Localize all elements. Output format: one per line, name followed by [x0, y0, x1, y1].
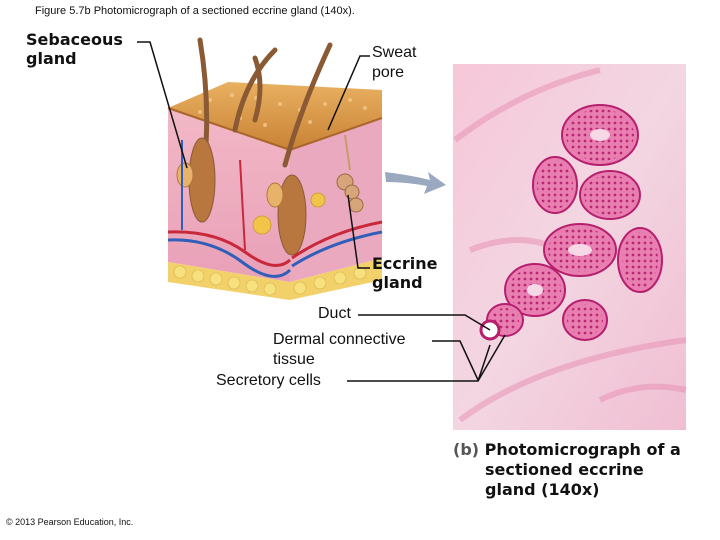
label-dermal-connective-tissue: Dermal connective tissue — [273, 330, 406, 370]
label-sweat-pore: Sweat pore — [372, 43, 416, 83]
leader-dermal — [432, 340, 479, 381]
photomicrograph — [453, 64, 687, 430]
label-sweat-pore-line1: Sweat — [372, 44, 417, 61]
caption-line3: gland (140x) — [485, 480, 600, 499]
hair-follicles — [188, 137, 307, 256]
figure-caption: (b) Photomicrograph of a sectioned eccri… — [453, 440, 681, 500]
label-duct: Duct — [318, 305, 351, 322]
label-dermal-line2: tissue — [273, 351, 315, 368]
label-sebaceous-line2: gland — [26, 49, 77, 68]
label-eccrine-gland: Eccrine gland — [372, 254, 438, 292]
leader-eccrine — [347, 194, 370, 269]
label-eccrine-line2: gland — [372, 273, 423, 292]
hypodermis-fat — [168, 258, 382, 300]
epidermis-top — [168, 82, 382, 150]
leader-sweat-pore — [327, 55, 370, 131]
figure-title: Figure 5.7b Photomicrograph of a section… — [35, 5, 355, 17]
caption-line2: sectioned eccrine — [485, 460, 644, 479]
caption-letter: (b) — [453, 440, 480, 459]
caption-line1: Photomicrograph of a — [484, 440, 681, 459]
skin-block-illustration — [167, 37, 383, 300]
label-dermal-line1: Dermal connective — [273, 331, 406, 348]
label-sweat-pore-line2: pore — [372, 64, 405, 81]
copyright-notice: © 2013 Pearson Education, Inc. — [6, 517, 134, 527]
leader-duct — [358, 314, 491, 331]
label-secretory-cells: Secretory cells — [216, 372, 321, 389]
eccrine-gland-illustration — [336, 173, 364, 213]
label-sebaceous-gland: Sebaceous gland — [26, 30, 123, 68]
label-eccrine-line1: Eccrine — [372, 254, 438, 273]
dermis-side — [290, 118, 382, 282]
leader-sebaceous — [137, 41, 188, 169]
label-sebaceous-line1: Sebaceous — [26, 30, 123, 49]
pointer-arrow — [385, 172, 446, 194]
